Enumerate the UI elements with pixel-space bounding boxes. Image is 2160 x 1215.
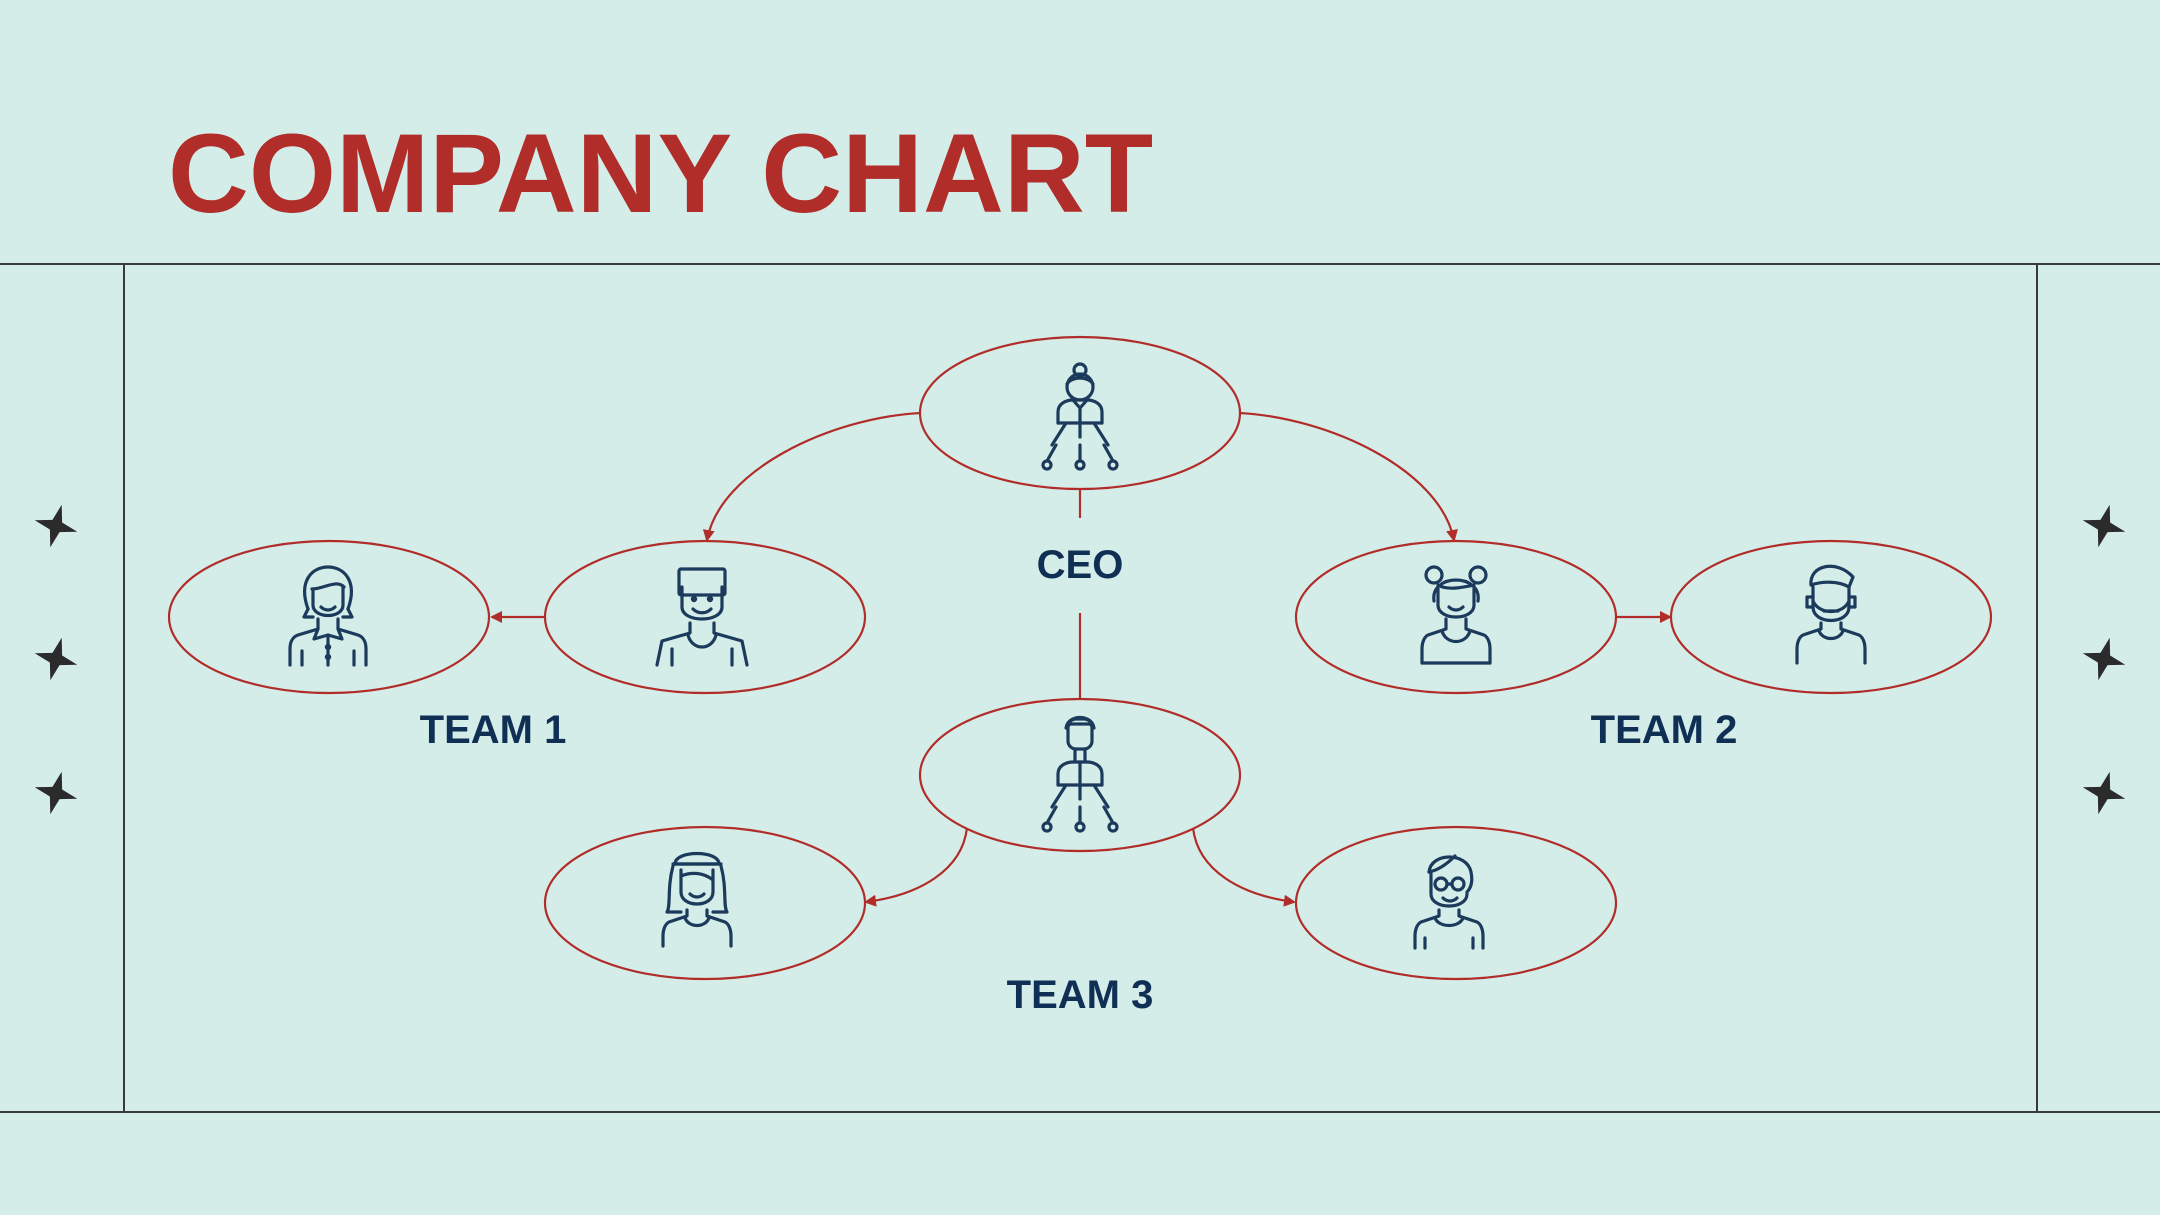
four-point-star-icon [34,637,78,681]
connector-team3-lead-to-left-member [864,827,969,907]
woman-avatar-icon [288,565,368,667]
team1-label: TEAM 1 [420,708,567,752]
four-point-star-icon [34,771,78,815]
node-team2-lead[interactable] [1294,539,1618,695]
team2-label: TEAM 2 [1591,708,1738,752]
left-stars [34,504,78,815]
woman-buns-avatar-icon [1420,565,1492,665]
four-point-star-icon [34,504,78,548]
frame [0,263,2160,1113]
node-team3-lead[interactable] [918,697,1242,853]
four-point-star-icon [2082,504,2126,548]
icons [288,362,1867,950]
node-team3-member-left[interactable] [543,825,867,981]
woman-manager-network-icon [1041,362,1119,471]
node-team1-member[interactable] [167,539,491,695]
ceo-label: CEO [1037,543,1124,587]
man-avatar-icon [655,567,749,667]
node-team2-member[interactable] [1669,539,1993,695]
page-title: COMPANY CHART [168,111,1154,236]
team3-label: TEAM 3 [1007,973,1154,1017]
four-point-star-icon [2082,771,2126,815]
right-stars [2082,504,2126,815]
connector-ceo-to-team2 [1239,411,1458,542]
bearded-man-avatar-icon [1795,564,1867,665]
labels: CEO TEAM 1 TEAM 2 TEAM 3 [420,543,1738,1017]
connector-team3-lead-to-right-member [1191,827,1296,907]
connectors [490,411,1672,907]
woman-hat-avatar-icon [661,852,733,948]
node-team3-member-right[interactable] [1294,825,1618,981]
four-point-star-icon [2082,637,2126,681]
woman-glasses-avatar-icon [1413,854,1485,950]
node-team1-lead[interactable] [543,539,867,695]
man-manager-network-icon [1041,715,1119,833]
node-ceo[interactable] [918,335,1242,491]
connector-ceo-to-team1 [702,411,921,542]
nodes [167,335,1993,981]
